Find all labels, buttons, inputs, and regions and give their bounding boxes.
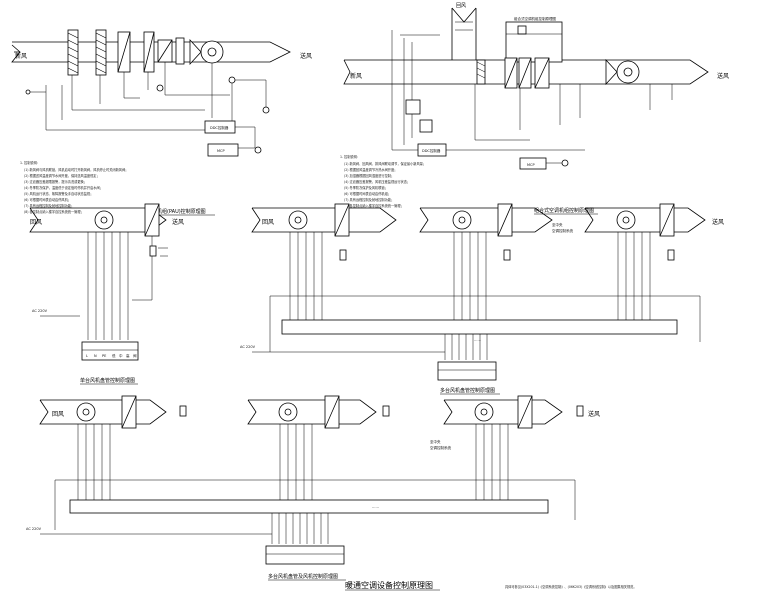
fcu-single-return-label: 回风 <box>30 219 42 226</box>
terminal-label: 高 <box>126 353 130 358</box>
ahu-fan <box>616 60 640 84</box>
fcu-fan-return-label: 回风 <box>52 411 64 418</box>
fcu-single-supply-label: 送风 <box>172 218 184 226</box>
fcu-multi-bus <box>281 319 678 335</box>
fcu-fan-ac220: AC 220V <box>26 527 42 531</box>
notes-left: 1. 控制说明： (1) 新风阀与风机联锁，风机启动时打开新风阀，风机停止时关闭… <box>20 160 128 214</box>
notes-right-line: (8) 各控制点纳入楼宇自控系统统一管理； <box>344 203 404 208</box>
notes-right-line: (5) 冬季防冻保护及风机联锁； <box>344 185 388 190</box>
terminal-label: 低 <box>112 353 116 358</box>
notes-right: 1. 控制说明： (1) 新风阀、回风阀、排风阀联动调节，保证最小新风量； (2… <box>340 154 426 208</box>
fcu-single-schematic: AC 220V 回风 送风 单台风机盘管控制原理图 <box>29 203 184 385</box>
caption-bottom: 多台风机盘管及风机控制原理图 <box>268 573 338 580</box>
pau-damper <box>175 37 185 65</box>
pau-ddc-label: DDC控制器 <box>210 125 229 130</box>
fcu-multi-ac220: AC 220V <box>240 345 256 349</box>
terminal-label: 中 <box>119 353 123 358</box>
footer-note: 具体可参见(03X201-1)《空调系统控制》、(06K203)《空调系统控制》… <box>505 584 637 589</box>
fcu-fan-bus <box>69 499 549 514</box>
notes-left-line: (6) 可根据时间表自动启停风机； <box>24 197 71 202</box>
fcu-single-ac220: AC 220V <box>32 309 48 313</box>
ahu-mcp <box>519 157 547 170</box>
notes-left-line: (1) 新风阀与风机联锁，风机启动时打开新风阀，风机停止时关闭新风阀； <box>24 167 128 172</box>
notes-left-line: (7) 具有远程控制及就地控制功能； <box>24 203 74 208</box>
ahu-fresh-air-label: 新风 <box>350 72 362 80</box>
notes-right-line: (1) 新风阀、回风阀、排风阀联动调节，保证最小新风量； <box>344 161 426 166</box>
fcu-multi-side-text-1: 至中央 <box>552 222 563 227</box>
notes-right-title: 1. 控制说明： <box>340 154 360 159</box>
ahu-schematic: 回风 组合式空调机组控制原理图 DDC控制器 MCP 新风 送风 <box>343 3 729 170</box>
pau-supply-air-label: 送风 <box>300 52 312 60</box>
ahu-mixing-label: 组合式空调机组控制原理图 <box>514 16 556 21</box>
terminal-label: L <box>86 354 88 358</box>
caption-middle-left: 单台风机盘管控制原理图 <box>80 377 135 384</box>
page-title: 暖通空调设备控制原理图 <box>345 580 433 590</box>
notes-left-line: (3) 过滤器压差超限报警，提示清洗或更换； <box>24 179 87 184</box>
notes-right-line: (4) 过滤器压差报警，风机压差监视运行状态； <box>344 179 410 184</box>
pau-schematic: DDC控制器 MCP 新风 送风 <box>11 29 312 157</box>
pau-fresh-air-label: 新风 <box>15 52 27 60</box>
caption-top-right: 组合式空调机组控制原理图 <box>534 207 594 214</box>
notes-right-line: (6) 可根据时间表自动启停机组； <box>344 191 391 196</box>
pau-mcp-label: MCP <box>217 149 225 153</box>
fcu-fan-ellipsis: …… <box>372 505 380 509</box>
fcu-single-control-box <box>81 341 139 361</box>
caption-middle-right: 多台风机盘管控制原理图 <box>440 387 495 394</box>
fcu-fan-side-text-1: 至中央 <box>430 439 441 444</box>
fcu-fan-control-box <box>265 545 345 565</box>
notes-left-title: 1. 控制说明： <box>20 160 40 165</box>
ahu-filter <box>476 59 486 85</box>
caption-top-left: 新风机组(PAU)控制原理图 <box>147 208 206 215</box>
fcu-multi-ellipsis: …… <box>474 338 482 342</box>
fcu-fan-schematic: …… AC 220V 至中央 空调控制系统 回风 送风 多台风机盘管及风机控制原… <box>26 395 600 581</box>
ahu-mcp-label: MCP <box>527 163 535 167</box>
pau-fan <box>200 40 224 64</box>
fcu-fan-supply-label: 送风 <box>588 410 600 418</box>
fcu-multi-return-label: 回风 <box>262 219 274 226</box>
ahu-mixing-box <box>505 21 563 63</box>
fcu-fan-side-text-2: 空调控制系统 <box>430 445 451 450</box>
terminal-label: PE <box>102 354 106 358</box>
fcu-multi-control-box <box>437 361 497 381</box>
notes-right-line: (3) 加湿器根据回风湿度进行控制； <box>344 173 394 178</box>
fcu-multi-schematic: …… AC 220V 至中央 空调控制系统 回风 送风 多台风机盘管控制原理图 <box>240 203 724 395</box>
notes-left-line: (2) 根据送风温度调节水阀开度，保持送风温度恒定； <box>24 173 100 178</box>
notes-right-line: (7) 具有远程控制及就地控制功能； <box>344 197 394 202</box>
ahu-duct <box>343 59 709 85</box>
fcu-multi-side-text-2: 空调控制系统 <box>552 228 573 233</box>
pau-filter-1 <box>67 29 79 76</box>
notes-left-line: (8) 各控制点纳入楼宇自控系统统一管理； <box>24 209 84 214</box>
fcu-multi-supply-label: 送风 <box>712 218 724 226</box>
terminal-label: N <box>94 354 97 358</box>
terminal-label: 阀 <box>133 353 137 358</box>
pau-filter-2 <box>95 29 107 76</box>
ahu-ddc-label: DDC控制器 <box>422 148 441 153</box>
ahu-return-air-label: 回风 <box>456 3 466 9</box>
notes-left-line: (4) 冬季防冻保护，温度低于设定值时停机并开启水阀； <box>24 185 103 190</box>
ahu-supply-air-label: 送风 <box>717 72 729 80</box>
notes-left-line: (5) 风机运行状态、故障报警及手自动状态监视； <box>24 191 93 196</box>
pau-mcp <box>207 143 239 157</box>
notes-right-line: (2) 根据回风温度调节冷热水阀开度； <box>344 167 397 172</box>
